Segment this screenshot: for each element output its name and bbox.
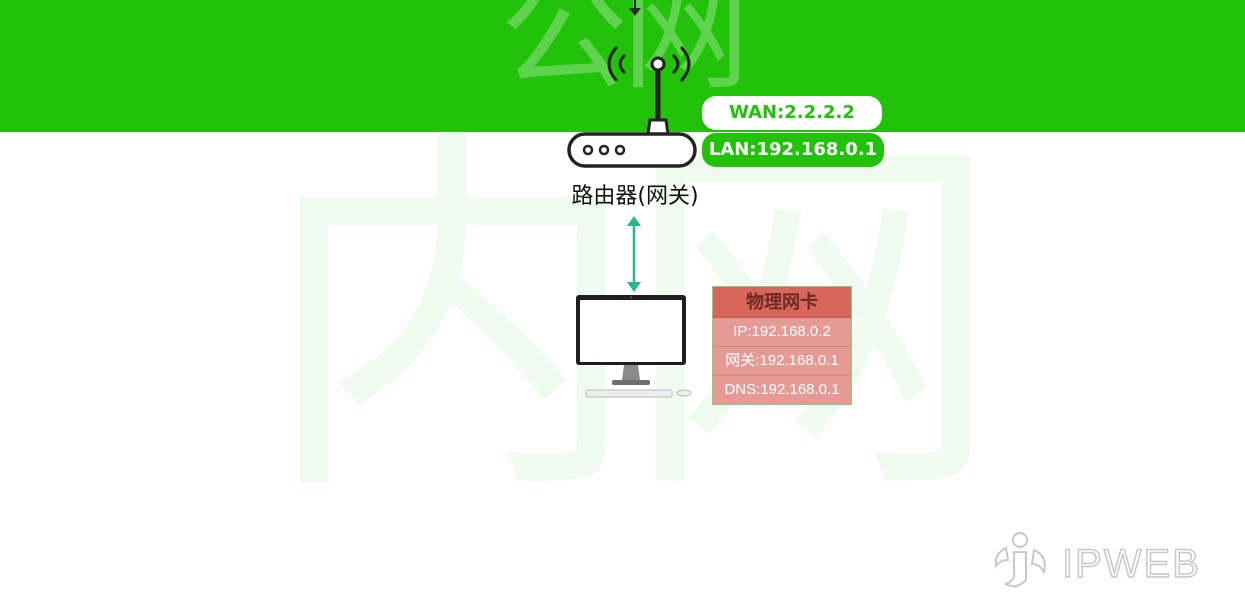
router-icon: [567, 46, 697, 168]
router-label: 路由器(网关): [571, 184, 699, 209]
lan-address-badge: LAN:192.168.0.1: [702, 133, 884, 167]
uplink-arrow: [629, 0, 641, 16]
ipweb-logo-mark-icon: [994, 532, 1046, 588]
public-network-zone: [0, 0, 1245, 132]
public-network-watermark: 公网: [500, 0, 750, 108]
ipweb-logo-text: IPWEB: [1061, 541, 1201, 587]
nic-config-card: 物理网卡 IP:192.168.0.2 网关:192.168.0.1 DNS:1…: [712, 286, 852, 405]
nic-ip-row: IP:192.168.0.2: [713, 318, 851, 347]
ipweb-logo: IPWEB: [986, 530, 1236, 592]
wan-address-badge: WAN:2.2.2.2: [702, 96, 882, 130]
desktop-computer-icon: [576, 295, 692, 398]
bidirectional-link-arrow: [627, 216, 641, 292]
nic-gateway-row: 网关:192.168.0.1: [713, 347, 851, 376]
nic-card-title: 物理网卡: [713, 287, 851, 318]
nic-dns-row: DNS:192.168.0.1: [713, 376, 851, 404]
